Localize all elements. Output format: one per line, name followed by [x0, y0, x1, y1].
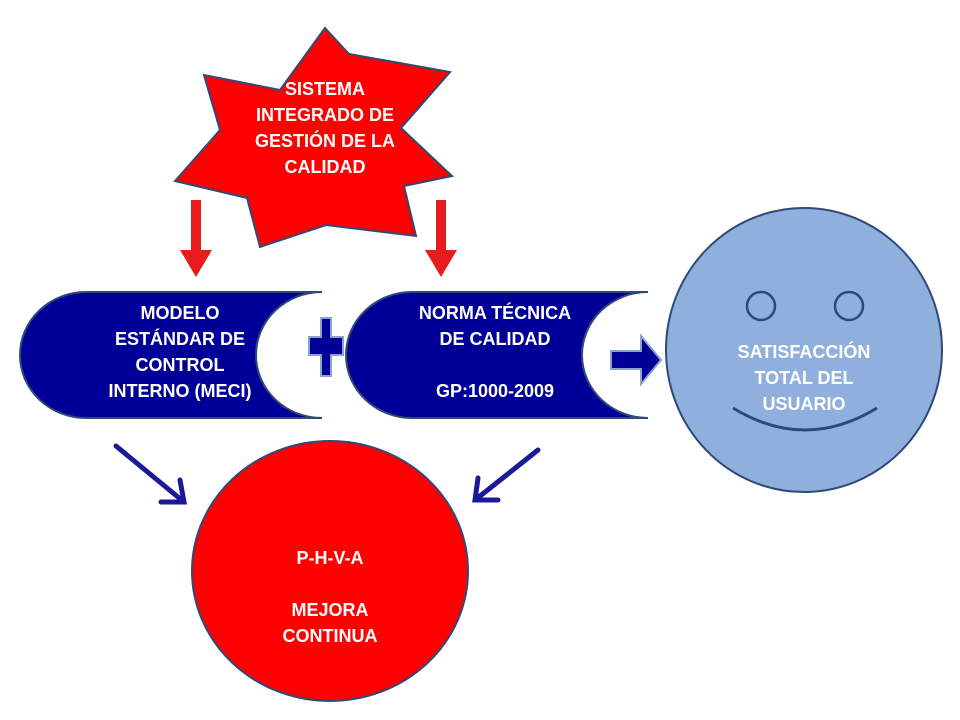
satisfaction-label: SATISFACCIÓN TOTAL DEL USUARIO [737, 342, 871, 415]
star-label: SISTEMA INTEGRADO DE GESTIÓN DE LA CALID… [254, 79, 395, 178]
ntc-shape [345, 291, 649, 419]
arrow-down-left-icon [180, 200, 212, 277]
cycle-shape [191, 440, 469, 702]
star-shape [173, 26, 455, 249]
arrow-right-icon [610, 333, 663, 387]
plus-icon [308, 317, 344, 377]
meci-shape [19, 291, 323, 419]
arrow-diagonal-right-icon [472, 447, 541, 503]
arrow-down-right-icon [425, 200, 457, 277]
smiley-face-icon [665, 207, 943, 493]
meci-label: MODELO ESTÁNDAR DE CONTROL INTERNO (MECI… [108, 303, 252, 402]
arrow-diagonal-left-icon [113, 443, 187, 505]
cycle-label: P-H-V-A MEJORA CONTINUA [282, 548, 378, 647]
ntc-label: NORMA TÉCNICA DE CALIDAD GP:1000-2009 [418, 303, 572, 402]
